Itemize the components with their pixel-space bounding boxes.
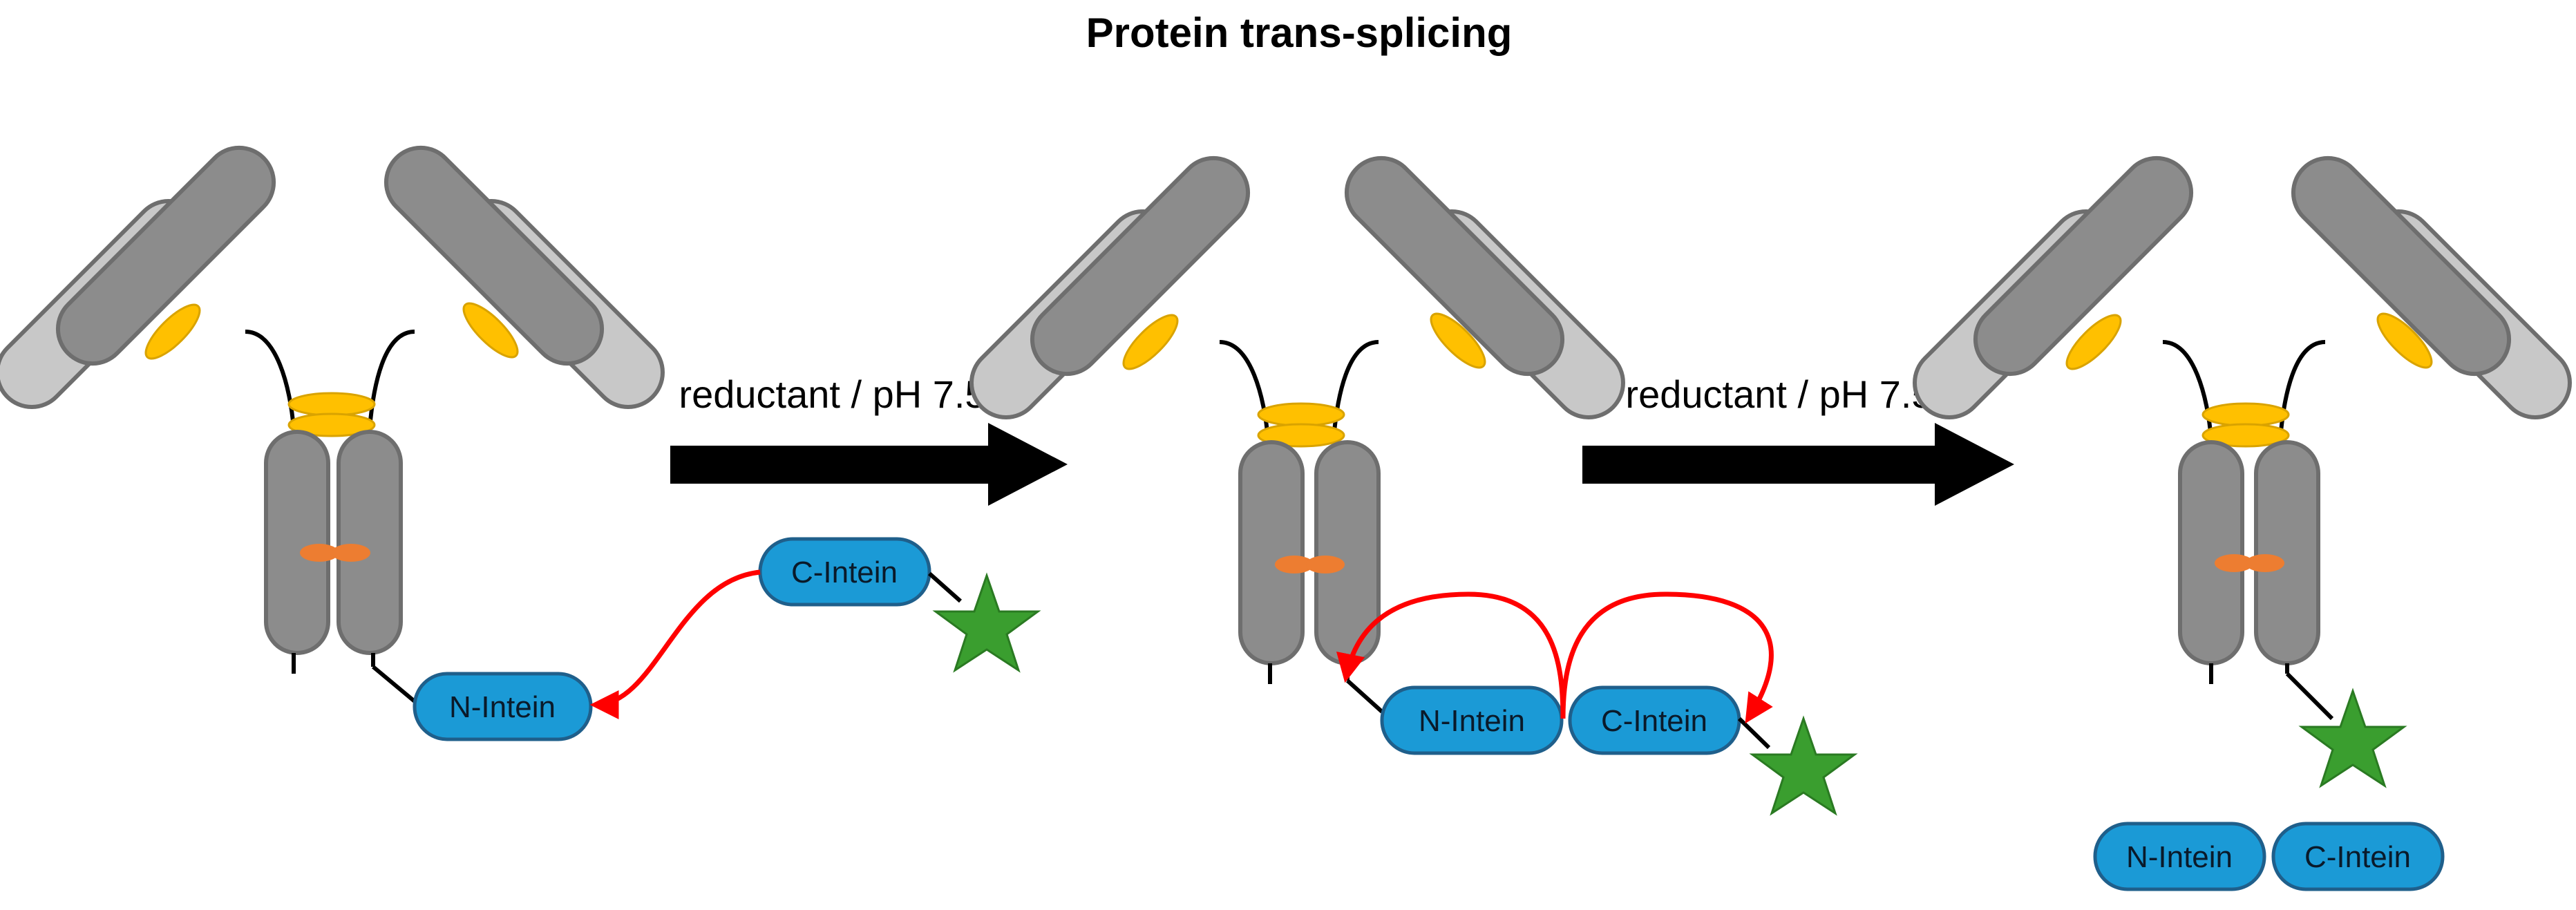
hinge-disulfide-top xyxy=(287,392,376,417)
disulfide-bond-right xyxy=(462,302,519,359)
splicing-arrow-left xyxy=(1336,591,1566,719)
right-heavy-chain-arm-2 xyxy=(1344,155,1565,377)
antibody-3 xyxy=(1913,155,2572,721)
n-intein-1-label: N-Intein xyxy=(449,690,556,724)
fc-heavy-chain-left-2 xyxy=(1238,440,1305,665)
hinge-linker-right xyxy=(368,330,415,429)
fc-heavy-chain-left-3 xyxy=(2178,440,2244,665)
n-intein-1: N-Intein xyxy=(413,672,593,741)
fc-heavy-chain-right-3 xyxy=(2254,440,2320,665)
antibody-1 xyxy=(0,145,665,703)
hinge-linker-right-2 xyxy=(1332,340,1379,439)
n-intein-2: N-Intein xyxy=(1380,685,1564,755)
hinge-linker-left-3 xyxy=(2162,340,2213,439)
left-heavy-chain-arm-3 xyxy=(1973,155,2194,377)
ch3-contact-right xyxy=(332,544,370,562)
ch3-contact-right-3 xyxy=(2246,554,2284,572)
ch3-contact-left-2 xyxy=(1275,556,1314,574)
hinge-disulfide-bottom-3 xyxy=(2201,423,2290,448)
association-arrow-1 xyxy=(589,569,761,719)
hinge-disulfide-top-3 xyxy=(2201,402,2290,427)
n-intein-linker xyxy=(372,665,416,703)
cargo-linker-3 xyxy=(2285,672,2334,721)
disulfide-bond-right-3 xyxy=(2376,312,2433,369)
step-2-label: reductant / pH 7.5 xyxy=(1625,372,1933,416)
hinge-linker-left-2 xyxy=(1219,340,1270,439)
process-arrow-2-icon xyxy=(1582,423,2014,506)
fc-heavy-chain-left xyxy=(264,430,330,655)
left-heavy-chain-arm-2 xyxy=(1030,155,1251,377)
right-heavy-chain-arm xyxy=(383,145,605,366)
c-intein-2: C-Intein xyxy=(1568,685,1741,755)
cargo-linker-2 xyxy=(1737,717,1771,750)
step-1-label: reductant / pH 7.5 xyxy=(679,372,986,416)
star-cargo-3-icon xyxy=(2298,688,2407,788)
left-heavy-chain-arm xyxy=(55,145,276,366)
disulfide-bond-right-2 xyxy=(1430,312,1486,369)
diagram-title: Protein trans-splicing xyxy=(1086,10,1513,56)
fc-heavy-chain-right xyxy=(337,430,403,655)
antibody-2 xyxy=(969,155,1625,714)
right-heavy-chain-arm-3 xyxy=(2291,155,2512,377)
hinge-linker-left xyxy=(245,330,296,429)
c-intein-3-label: C-Intein xyxy=(2304,840,2411,874)
hinge-disulfide-bottom xyxy=(287,413,376,437)
n-intein-2-label: N-Intein xyxy=(1419,704,1525,738)
star-cargo-2-icon xyxy=(1749,715,1858,816)
disulfide-bond-left-2 xyxy=(1122,314,1179,370)
disulfide-bond-left-3 xyxy=(2065,314,2122,370)
c-intein-1-label: C-Intein xyxy=(791,556,898,589)
cargo-linker-1 xyxy=(928,571,962,603)
c-intein-2-label: C-Intein xyxy=(1601,704,1707,738)
splicing-arrow-right xyxy=(1560,591,1774,724)
process-arrow-1-icon xyxy=(670,423,1068,506)
hinge-disulfide-bottom-2 xyxy=(1257,423,1345,448)
disulfide-bond-left xyxy=(144,303,201,360)
hinge-linker-right-3 xyxy=(2278,340,2326,439)
c-intein-3: C-Intein xyxy=(2271,822,2445,891)
ch3-contact-left-3 xyxy=(2215,554,2253,572)
n-intein-linker-2 xyxy=(1345,679,1384,714)
n-intein-3: N-Intein xyxy=(2093,822,2266,891)
ch3-contact-left xyxy=(300,544,339,562)
hinge-disulfide-top-2 xyxy=(1257,402,1345,427)
n-intein-3-label: N-Intein xyxy=(2126,840,2233,874)
ch3-contact-right-2 xyxy=(1306,556,1345,574)
star-cargo-1-icon xyxy=(932,572,1041,673)
c-intein-1: C-Intein xyxy=(758,537,931,607)
